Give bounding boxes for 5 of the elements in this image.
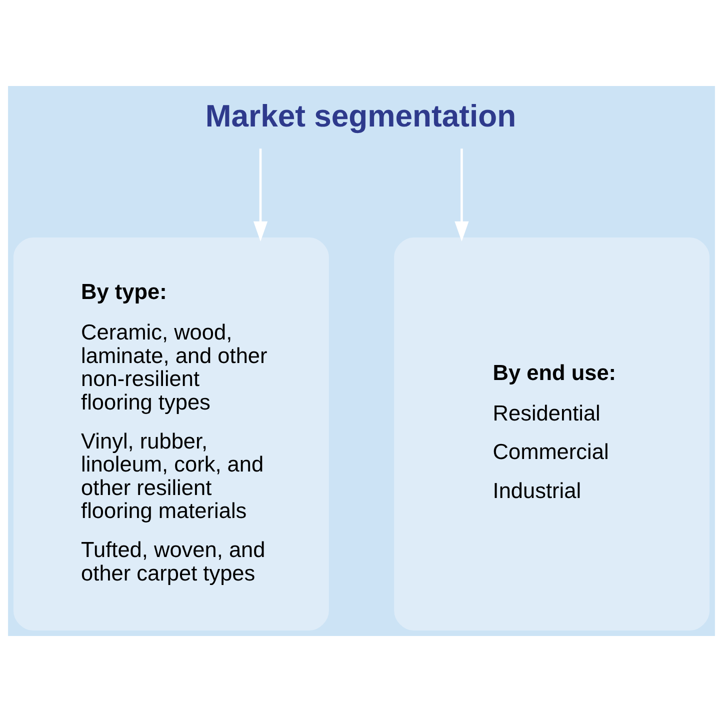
arrow <box>253 148 268 242</box>
node-text: Market segmentation <box>205 98 516 134</box>
node-box: By type: Ceramic, wood, laminate, and other non-resilient flooring types Vinyl, rubber, linoleum, cork, and other resilient flooring materials Tufted, woven, and other carpet types <box>13 237 329 631</box>
node-box: By end use: Residential Commercial Industrial <box>394 237 710 631</box>
arrow <box>454 148 469 242</box>
